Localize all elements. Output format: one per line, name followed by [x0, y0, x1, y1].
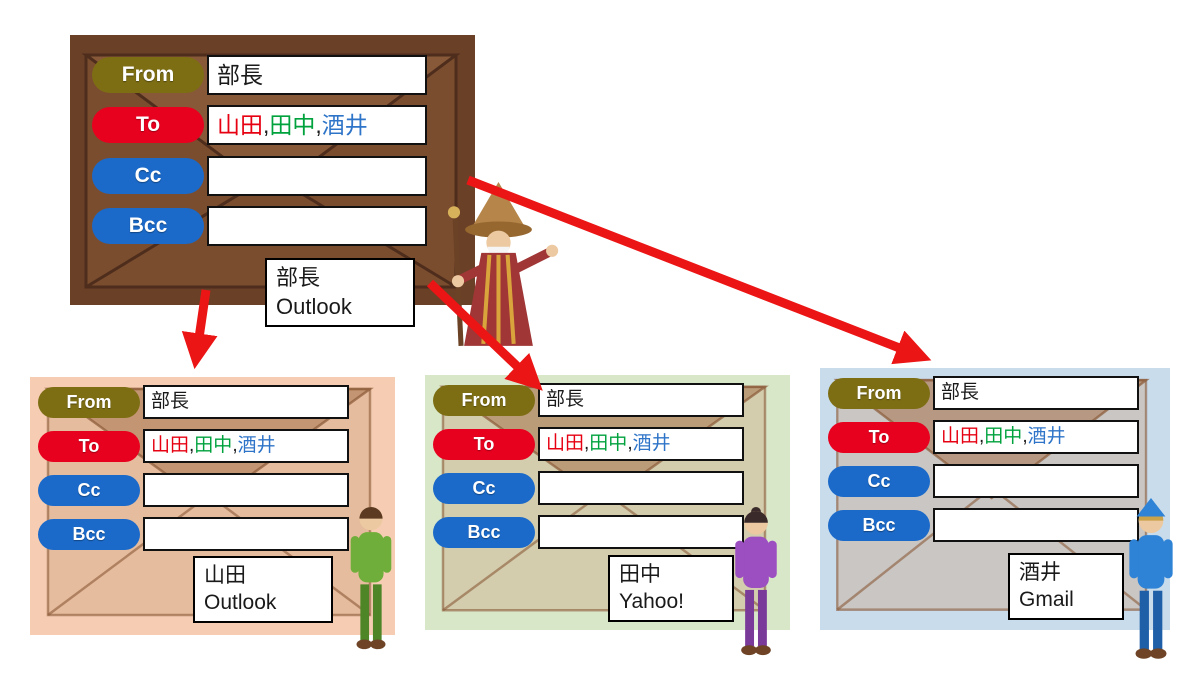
to-recipient-sakai: 酒井 — [632, 433, 671, 454]
recipient-tag-service: Yahoo! — [619, 590, 684, 614]
to-pill: To — [433, 428, 535, 460]
comma: , — [263, 112, 270, 138]
recipient-panel-tanaka: From 部長 To 山田,田中,酒井 Cc Bcc 田中 Yahoo! — [425, 375, 790, 630]
to-recipient-yamada: 山田 — [217, 112, 263, 138]
from-row: From 部長 — [38, 385, 349, 419]
recipient-tag-name: 山田 — [204, 564, 246, 587]
comma: , — [979, 426, 985, 447]
bcc-row: Bcc — [92, 206, 427, 246]
bcc-row: Bcc — [38, 517, 349, 551]
to-field: 山田,田中,酒井 — [143, 429, 349, 463]
from-row: From 部長 — [433, 383, 744, 417]
cc-row: Cc — [92, 156, 427, 196]
bcc-pill: Bcc — [433, 516, 535, 548]
bcc-field — [143, 517, 349, 551]
comma: , — [1022, 426, 1028, 447]
from-field: 部長 — [538, 383, 744, 417]
recipient-panel-yamada: From 部長 To 山田,田中,酒井 Cc Bcc 山田 Outlook — [30, 377, 395, 635]
wizard-character — [447, 182, 559, 347]
from-pill: From — [433, 384, 535, 416]
yamada-character — [350, 507, 392, 650]
cc-row: Cc — [433, 471, 744, 505]
recipient-tag-yamada: 山田 Outlook — [193, 556, 333, 623]
cc-pill: Cc — [828, 465, 930, 497]
comma: , — [315, 112, 322, 138]
recipient-tag-sakai: 酒井 Gmail — [1008, 553, 1124, 620]
to-field: 山田,田中,酒井 — [207, 105, 427, 145]
recipient-tag-name: 田中 — [619, 563, 661, 586]
recipient-tag-service: Gmail — [1019, 588, 1074, 612]
sender-tag-name: 部長 — [276, 265, 321, 290]
from-pill: From — [92, 57, 204, 93]
tanaka-character — [735, 506, 777, 656]
from-field: 部長 — [207, 55, 427, 95]
comma: , — [232, 435, 238, 456]
bcc-field — [538, 515, 744, 549]
to-recipient-tanaka: 田中 — [589, 433, 628, 454]
to-recipient-yamada: 山田 — [151, 435, 190, 456]
bcc-field — [933, 508, 1139, 542]
sakai-character — [1129, 498, 1173, 659]
comma: , — [627, 433, 633, 454]
bcc-pill: Bcc — [828, 509, 930, 541]
cc-field — [933, 464, 1139, 498]
to-recipient-tanaka: 田中 — [269, 112, 316, 138]
comma: , — [584, 433, 590, 454]
bcc-field — [207, 206, 427, 246]
bcc-row: Bcc — [828, 508, 1139, 542]
cc-row: Cc — [828, 464, 1139, 498]
cc-field — [207, 156, 427, 196]
recipient-tag-tanaka: 田中 Yahoo! — [608, 555, 734, 622]
to-recipient-tanaka: 田中 — [194, 435, 233, 456]
cc-field — [538, 471, 744, 505]
to-row: To 山田,田中,酒井 — [433, 427, 744, 461]
from-field: 部長 — [933, 376, 1139, 410]
to-row: To 山田,田中,酒井 — [38, 429, 349, 463]
sender-panel: From 部長 To 山田,田中,酒井 Cc Bcc — [70, 35, 475, 305]
bcc-pill: Bcc — [92, 208, 204, 244]
to-recipient-sakai: 酒井 — [1027, 426, 1066, 447]
to-recipient-yamada: 山田 — [546, 433, 585, 454]
to-field: 山田,田中,酒井 — [538, 427, 744, 461]
sender-tag-service: Outlook — [276, 293, 352, 319]
comma: , — [189, 435, 195, 456]
to-field: 山田,田中,酒井 — [933, 420, 1139, 454]
cc-row: Cc — [38, 473, 349, 507]
to-pill: To — [92, 107, 204, 143]
cc-pill: Cc — [38, 474, 140, 506]
from-field: 部長 — [143, 385, 349, 419]
cc-pill: Cc — [433, 472, 535, 504]
to-pill: To — [38, 430, 140, 462]
to-pill: To — [828, 421, 930, 453]
sender-tag: 部長 Outlook — [265, 258, 415, 328]
to-recipient-sakai: 酒井 — [321, 112, 368, 138]
from-row: From 部長 — [92, 55, 427, 95]
cc-field — [143, 473, 349, 507]
recipient-tag-name: 酒井 — [1019, 561, 1061, 584]
to-row: To 山田,田中,酒井 — [92, 105, 427, 145]
to-recipient-tanaka: 田中 — [984, 426, 1023, 447]
bcc-pill: Bcc — [38, 518, 140, 550]
bcc-row: Bcc — [433, 515, 744, 549]
to-recipient-yamada: 山田 — [941, 426, 980, 447]
to-recipient-sakai: 酒井 — [237, 435, 276, 456]
cc-pill: Cc — [92, 158, 204, 194]
from-pill: From — [828, 377, 930, 409]
from-row: From 部長 — [828, 376, 1139, 410]
recipient-tag-service: Outlook — [204, 591, 277, 615]
from-pill: From — [38, 386, 140, 418]
recipient-panel-sakai: From 部長 To 山田,田中,酒井 Cc Bcc 酒井 Gmail — [820, 368, 1170, 630]
to-row: To 山田,田中,酒井 — [828, 420, 1139, 454]
